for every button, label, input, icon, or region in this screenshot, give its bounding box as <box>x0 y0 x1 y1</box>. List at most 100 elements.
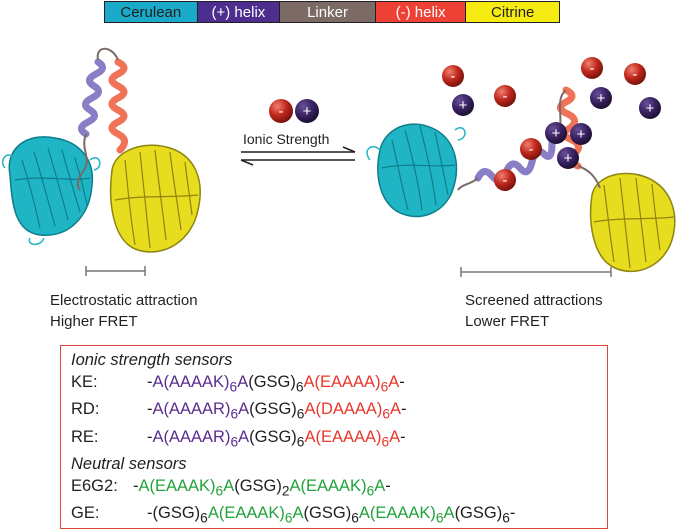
left-cerulean-protein <box>1 136 101 246</box>
sensor-row: RE:-A(AAAAR)6A(GSG)6A(EAAAA)6A- <box>71 426 607 453</box>
sequence-segment: - <box>147 373 153 391</box>
sequence-segment: A( <box>207 504 225 523</box>
sequence-subscript: 6 <box>296 406 305 422</box>
sequence-subscript: 6 <box>502 510 510 526</box>
equilibrium-arrows <box>240 146 356 166</box>
sequence-segment: A <box>388 373 400 391</box>
sequence-segment: ) <box>224 400 231 419</box>
sequence-segment: - <box>401 400 407 419</box>
left-citrine-protein <box>109 144 201 253</box>
sequence-segment: AAAAK <box>169 373 225 391</box>
sequence-segment: A <box>390 400 402 419</box>
sequence-subscript: 6 <box>435 510 444 526</box>
sequence-segment: A <box>389 427 401 446</box>
sequence-segment: A( <box>152 373 170 391</box>
sequence-segment: ) <box>279 504 285 523</box>
sequence-segment: - <box>399 373 405 391</box>
sensor-name: RD: <box>71 400 100 419</box>
sequence-segment: A <box>237 373 249 391</box>
svg-text:+: + <box>577 126 586 143</box>
sequence-subscript: 6 <box>200 510 208 526</box>
sensor-row: RD:-A(AAAAR)6A(GSG)6A(DAAAA)6A- <box>71 398 607 425</box>
sequence-segment: A( <box>289 476 307 495</box>
sequence-segment: EAAAA <box>320 427 376 446</box>
svg-text:-: - <box>590 60 595 77</box>
right-negative-ions: - - - - - - <box>442 57 646 191</box>
sequence-segment: EAAAK <box>155 476 211 495</box>
sequence-segment: A <box>238 400 250 419</box>
sequence-segment: (GSG) <box>303 504 352 523</box>
sequence-segment: EAAAK <box>224 504 280 523</box>
sequence-segment: A( <box>138 476 156 495</box>
sequence-segment: -(GSG) <box>147 504 201 523</box>
svg-text:+: + <box>459 97 468 114</box>
neutral-sensors-heading: Neutral sensors <box>71 454 187 473</box>
legend-negative-helix: (-) helix <box>375 2 467 22</box>
sensor-sequence: -A(EAAAK)6A(GSG)2A(EAAAK)6A- <box>129 475 391 502</box>
sequence-subscript: 6 <box>230 433 239 449</box>
sensor-row: E6G2:-A(EAAAK)6A(GSG)2A(EAAAK)6A- <box>71 475 607 502</box>
sequence-segment: (GSG) <box>454 504 503 523</box>
sequence-subscript: 6 <box>215 483 224 499</box>
svg-text:+: + <box>646 100 655 117</box>
sensor-name: RE: <box>71 427 99 446</box>
sequence-subscript: 6 <box>366 483 375 499</box>
sequence-segment: A <box>223 476 235 495</box>
sequence-segment: A( <box>152 400 170 419</box>
sequence-segment: AAAAR <box>169 427 225 446</box>
svg-text:+: + <box>564 150 573 167</box>
sequence-segment: A <box>238 427 250 446</box>
sequence-segment: DAAAA <box>320 400 377 419</box>
sequence-subscript: 6 <box>230 406 239 422</box>
sequence-segment: ) <box>210 476 216 495</box>
sequence-segment: ) <box>430 504 436 523</box>
left-caption: Electrostatic attraction Higher FRET <box>50 290 198 332</box>
svg-text:-: - <box>279 103 284 120</box>
legend-positive-helix: (+) helix <box>197 2 281 22</box>
svg-text:+: + <box>597 90 606 107</box>
sensor-sequence: -A(AAAAR)6A(GSG)6A(DAAAA)6A- <box>129 398 407 425</box>
sensor-row: GE: -(GSG)6A(EAAAK)6A(GSG)6A(EAAAK)6A(GSG… <box>71 502 607 529</box>
sequence-segment: A( <box>303 373 321 391</box>
sensor-name: GE: <box>71 504 100 523</box>
sequence-segment: EAAAK <box>306 476 362 495</box>
left-positive-helix <box>78 58 106 138</box>
right-positive-ions: + + + + + + <box>452 87 661 169</box>
sequence-subscript: 6 <box>296 433 305 449</box>
sequence-segment: - <box>133 476 139 495</box>
sensor-name: E6G2: <box>71 476 118 495</box>
sequence-segment: ) <box>224 373 230 391</box>
sequence-segment: A( <box>304 427 321 446</box>
sequence-segment: A <box>374 476 386 495</box>
sensor-row: KE:-A(AAAAK)6A(GSG)6A(EAAAA)6A- <box>71 371 607 398</box>
sequence-subscript: 6 <box>382 406 391 422</box>
sensor-sequence: -A(AAAAR)6A(GSG)6A(EAAAA)6A- <box>129 426 406 453</box>
sequence-segment: (GSG) <box>248 373 296 391</box>
right-caption-line1: Screened attractions <box>465 292 603 309</box>
left-caption-line2: Higher FRET <box>50 313 138 330</box>
left-linker <box>96 47 119 61</box>
sensor-sequence: -(GSG)6A(EAAAK)6A(GSG)6A(EAAAK)6A(GSG)6- <box>129 502 515 529</box>
svg-text:-: - <box>529 141 534 158</box>
ionic-sensors-heading: Ionic strength sensors <box>71 351 233 369</box>
svg-text:+: + <box>303 103 312 120</box>
sequence-subscript: 6 <box>380 379 389 395</box>
sequence-segment: - <box>400 427 406 446</box>
legend-cerulean: Cerulean <box>105 2 198 22</box>
svg-text:-: - <box>451 68 456 85</box>
svg-text:+: + <box>552 125 561 142</box>
sequence-segment: - <box>147 400 153 419</box>
sequence-subscript: 6 <box>295 379 304 395</box>
sequence-segment: A( <box>152 427 170 446</box>
right-cerulean-protein <box>366 123 466 218</box>
sequence-segment: A <box>443 504 455 523</box>
sequence-segment: ) <box>376 400 383 419</box>
left-caption-line1: Electrostatic attraction <box>50 292 198 309</box>
ionic-strength-label: Ionic Strength <box>243 131 330 147</box>
sequence-segment: EAAAK <box>375 504 431 523</box>
svg-text:-: - <box>633 66 638 83</box>
sequence-segment: (GSG) <box>234 476 282 495</box>
sequence-segment: AAAAR <box>169 400 225 419</box>
sequence-segment: - <box>147 427 153 446</box>
sequence-subscript: 6 <box>229 379 238 395</box>
